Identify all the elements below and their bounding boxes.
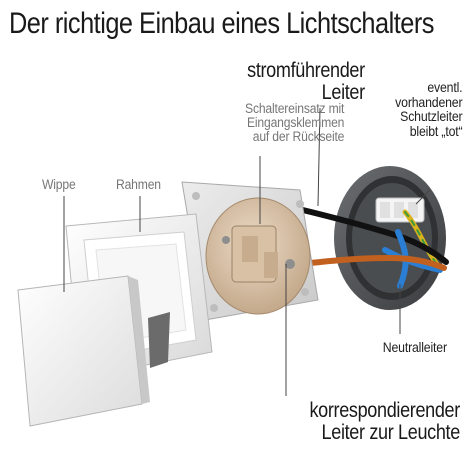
label-rocker: Wippe [42,177,76,192]
switch-insert [181,181,319,321]
wire-switched [290,254,447,271]
wall-box [334,166,446,310]
diagram-title: Der richtige Einbau eines Lichtschalters [9,7,434,40]
label-earth-wire-line4: bleibt „tot“ [409,123,462,140]
terminal-block [375,197,425,223]
pointer-lines [63,107,431,396]
label-earth-wire: eventl. vorhandener Schutzleiter bleibt … [395,80,462,139]
label-switched-wire-line2: Leiter zur Leuchte [321,421,461,445]
label-live-wire-line2: Leiter [321,81,365,105]
label-live-wire-line1: stromführender [247,59,365,82]
label-neutral-wire: Neutralleiter [382,339,447,355]
label-earth-wire-line3: Schutzleiter [399,108,462,125]
rocker [17,275,150,427]
label-earth-wire-line1: eventl. [426,79,462,95]
label-live-wire: stromführender Leiter [247,59,365,105]
label-switch-insert-line1: Schaltereinsatz mit [244,101,344,116]
label-frame: Rahmen [116,177,161,192]
wires [283,203,449,289]
wire-live [283,203,449,265]
label-switch-insert-line3: auf der Rückseite [252,129,345,145]
label-switched-wire: korrespondierender Leiter zur Leuchte [309,399,461,445]
label-switch-insert: Schaltereinsatz mit Eingangsklemmen auf … [244,101,345,145]
label-switch-insert-line2: Eingangsklemmen [246,115,344,131]
label-earth-wire-line2: vorhandener [394,93,462,110]
label-switched-wire-line1: korrespondierender [309,399,461,422]
